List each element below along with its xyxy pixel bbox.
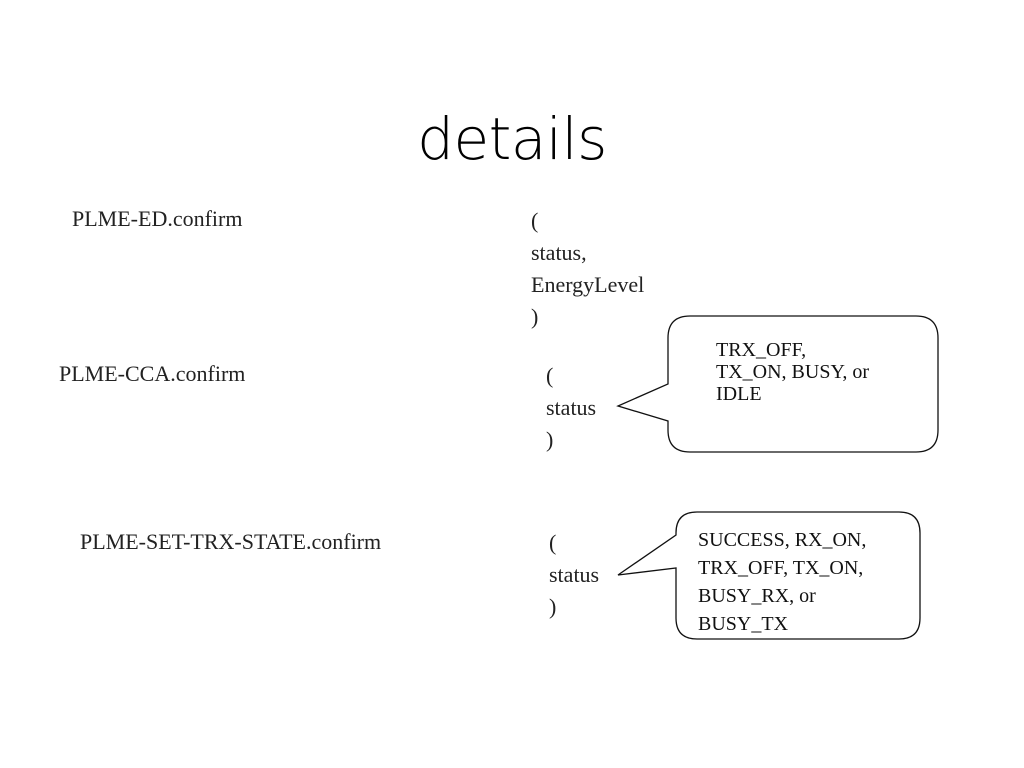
callout-line: SUCCESS, RX_ON, (698, 529, 867, 551)
param-close-paren: ) (531, 304, 539, 329)
param-close-paren: ) (546, 427, 554, 452)
primitive-name-set-trx-state: PLME-SET-TRX-STATE.confirm (80, 529, 382, 554)
primitive-params-set-trx-state: ( status ) (549, 527, 599, 623)
primitive-params-ed: ( status, EnergyLevel ) (531, 205, 644, 333)
callout-line: BUSY_RX, or (698, 585, 816, 607)
primitive-name-cca: PLME-CCA.confirm (59, 361, 246, 386)
slide-title: details (417, 105, 607, 173)
param-status: status, (531, 240, 587, 265)
param-energy-level: EnergyLevel (531, 272, 645, 297)
callout-line: TX_ON, BUSY, or (716, 361, 869, 383)
callout-line: BUSY_TX (698, 613, 789, 635)
param-open-paren: ( (531, 208, 539, 233)
callout-line: IDLE (716, 383, 762, 405)
callout-text-cca: TRX_OFF, TX_ON, BUSY, or IDLE (716, 339, 869, 405)
callout-line: TRX_OFF, (716, 339, 807, 361)
callout-text-set-trx-state: SUCCESS, RX_ON, TRX_OFF, TX_ON, BUSY_RX,… (698, 526, 866, 638)
param-status: status (549, 562, 600, 587)
callout-bubble-cca (616, 315, 939, 453)
param-open-paren: ( (546, 363, 554, 388)
param-close-paren: ) (549, 594, 557, 619)
primitive-params-cca: ( status ) (546, 360, 596, 456)
param-status: status (546, 395, 597, 420)
callout-bubble-set-trx-state (617, 511, 921, 640)
primitive-name-ed: PLME-ED.confirm (72, 206, 243, 231)
param-open-paren: ( (549, 530, 557, 555)
callout-line: TRX_OFF, TX_ON, (698, 557, 864, 579)
